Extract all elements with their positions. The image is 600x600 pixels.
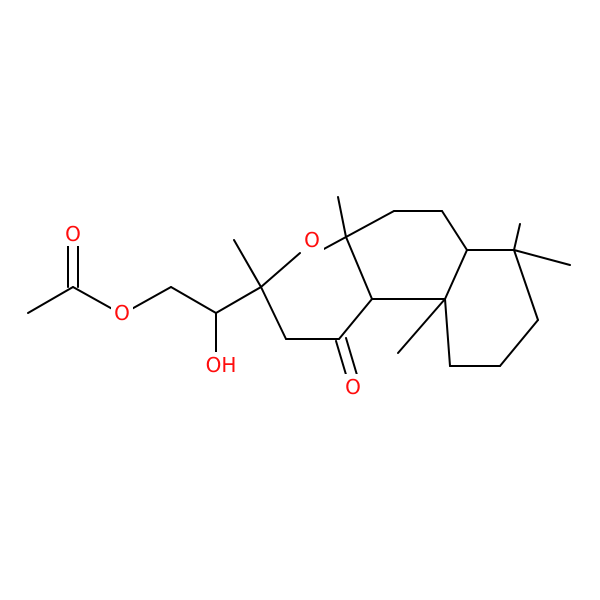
bond-c10a-methyl [397,298,446,354]
bond-ch2-choh [170,286,217,314]
bond-choh-c3 [215,286,262,314]
bond-c10-c10a [444,298,451,367]
bond-c7-methyl-b [513,249,571,266]
atom-ring-oxygen: O [300,228,324,252]
atom-carbonyl-oxygen-acetyl: O [62,222,84,246]
bond-c3-ch2 [260,286,287,340]
bond-c4a-c10b [345,236,373,300]
atom-hydroxyl: OH [200,352,242,378]
atom-ketone-oxygen: O [341,374,365,400]
bond-acetyl-ester-o [72,286,117,312]
svg-text:O: O [345,375,361,399]
bond-c4a-methyl [337,196,347,238]
bond-c6-c6a [441,210,468,251]
bond-c6a-c10a [444,249,468,300]
atom-ester-oxygen: O [111,301,133,325]
bond-c3-ring-o [260,252,301,288]
bond-c1-ketone-2 [345,337,358,376]
bond-c3-methyl [233,239,262,288]
bond-c4a-c5 [345,210,395,238]
svg-text:OH: OH [206,353,237,377]
bond-c7-methyl-a [513,223,521,251]
bond-ring-o-c4a [321,236,347,251]
bond-ester-o-ch2 [127,286,172,312]
bond-acetyl-methyl [27,286,74,314]
bond-c1-c10b [338,298,373,340]
svg-text:O: O [65,222,81,246]
svg-text:O: O [114,301,130,325]
svg-text:O: O [304,228,320,252]
bond-c8-c9 [499,319,539,367]
bond-c7-c8 [513,249,539,321]
bond-c1-ketone-1 [335,340,348,379]
